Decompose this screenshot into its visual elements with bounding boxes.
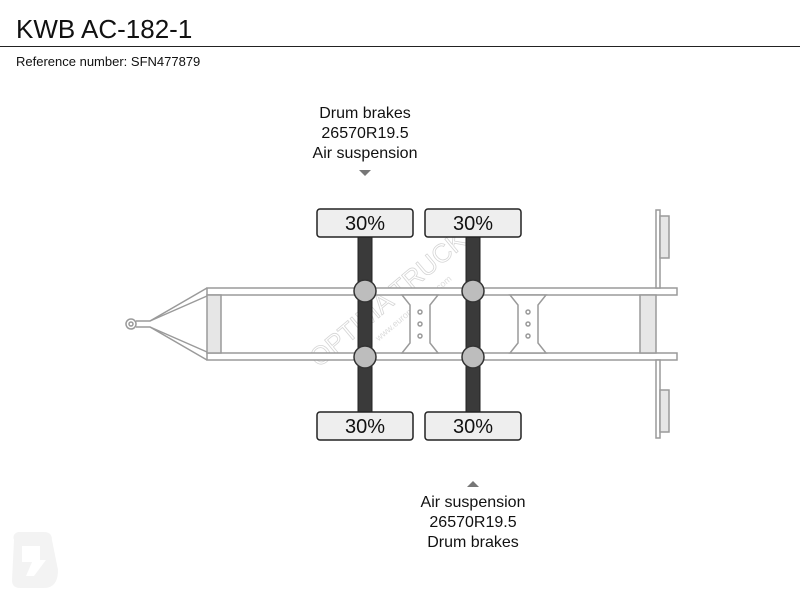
bottom-note-arrow xyxy=(467,481,479,487)
top-note-arrow xyxy=(359,170,371,176)
axle-1-hub-top xyxy=(353,279,377,303)
rear-light-frame-bottom xyxy=(655,359,661,439)
tyre-axle-2-bottom: 30% xyxy=(424,411,522,441)
towing-eye xyxy=(125,318,137,330)
rear-cross-member xyxy=(639,294,657,354)
tyre-wear-axle-2-bottom: 30% xyxy=(453,416,493,438)
rear-light-top xyxy=(659,215,670,259)
axle-2-hub-bottom xyxy=(461,345,485,369)
rear-light-bottom xyxy=(659,389,670,433)
axle-bottom-note: Air suspension 26570R19.5 Drum brakes xyxy=(343,493,603,553)
bottom-brakes-label: Drum brakes xyxy=(427,534,519,551)
axle-2-hub-top xyxy=(461,279,485,303)
tyre-wear-axle-1-top: 30% xyxy=(345,213,385,235)
tyre-wear-axle-2-top: 30% xyxy=(453,213,493,235)
axle-top-note: Drum brakes 26570R19.5 Air suspension xyxy=(235,104,495,164)
cross-member-mid-2 xyxy=(508,294,548,354)
cross-member-mid-1 xyxy=(400,294,440,354)
bottom-suspension-label: Air suspension xyxy=(420,494,526,511)
axle-1-hub-bottom xyxy=(353,345,377,369)
rear-light-frame-top xyxy=(655,209,661,289)
axle-1-shaft xyxy=(357,235,373,413)
page-title: KWB AC-182-1 xyxy=(16,14,193,44)
drawbar xyxy=(125,287,208,361)
chassis-frame xyxy=(206,209,678,439)
top-tyres-label: 26570R19.5 xyxy=(321,125,409,142)
tyre-wear-axle-1-bottom: 30% xyxy=(345,416,385,438)
tyre-axle-2-top: 30% xyxy=(424,208,522,238)
corner-logo-icon xyxy=(12,532,58,588)
axle-1 xyxy=(353,235,377,413)
top-suspension-label: Air suspension xyxy=(312,145,418,162)
title-divider xyxy=(0,46,800,47)
frame-rail-top xyxy=(206,287,678,296)
top-brakes-label: Drum brakes xyxy=(319,105,411,122)
axle-2 xyxy=(461,235,485,413)
towing-eye-inner xyxy=(128,321,134,327)
axle-2-shaft xyxy=(465,235,481,413)
reference-number: Reference number: SFN477879 xyxy=(16,54,201,69)
frame-rail-bottom xyxy=(206,352,678,361)
front-cross-member xyxy=(206,294,222,354)
bottom-tyres-label: 26570R19.5 xyxy=(429,514,517,531)
tyre-axle-1-top: 30% xyxy=(316,208,414,238)
tyre-axle-1-bottom: 30% xyxy=(316,411,414,441)
